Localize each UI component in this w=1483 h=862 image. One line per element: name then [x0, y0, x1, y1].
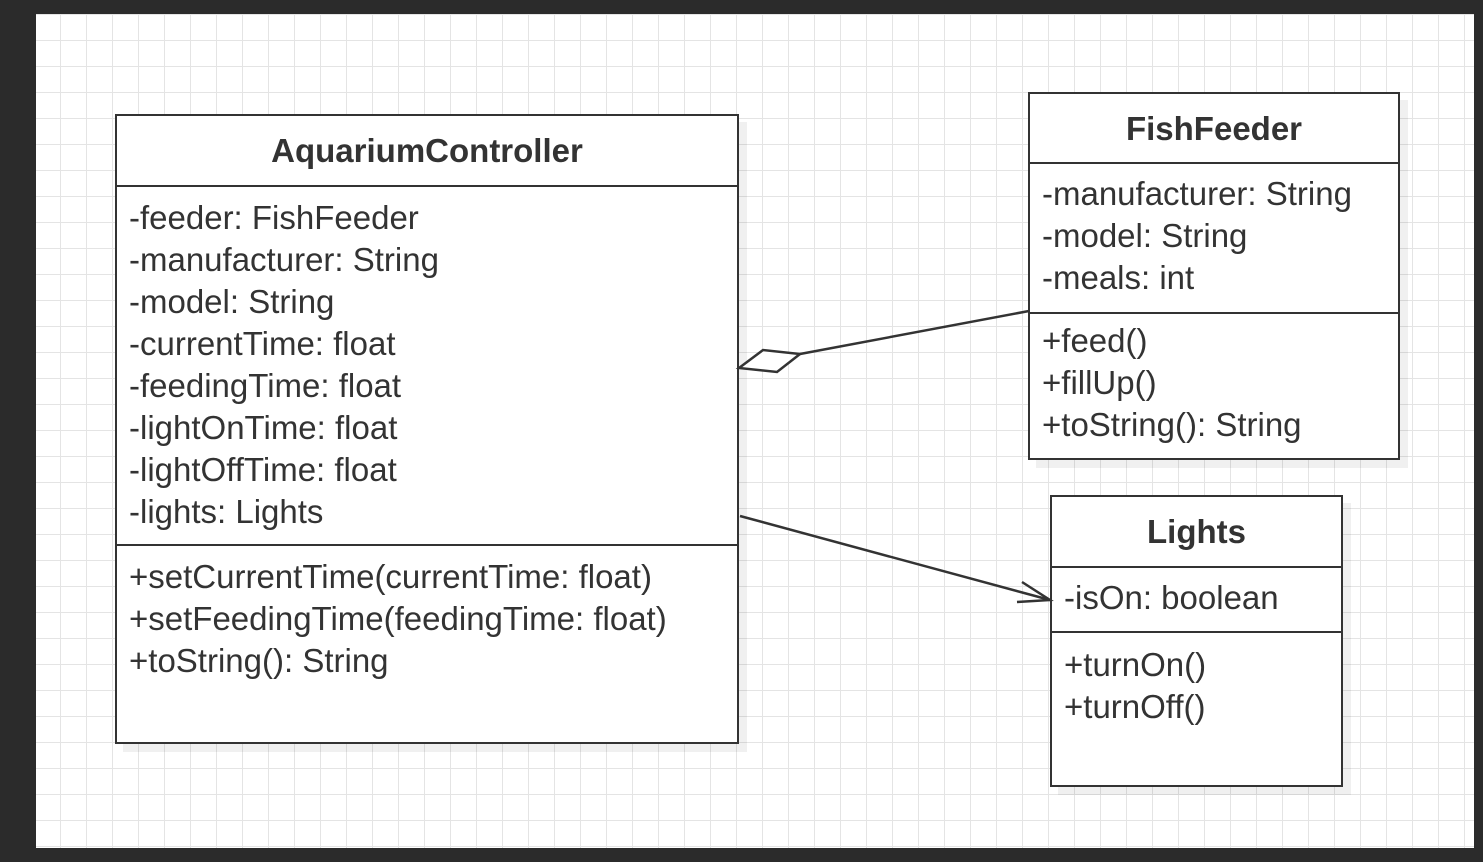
attributes-section: -isOn: boolean: [1052, 568, 1341, 633]
operation: +feed(): [1042, 322, 1148, 359]
association-arrowhead: [1016, 580, 1054, 604]
operation: +toString(): String: [1042, 406, 1302, 443]
attribute: -lightOnTime: float: [129, 409, 398, 446]
association-connector[interactable]: [739, 514, 1054, 604]
class-fish-feeder[interactable]: FishFeeder -manufacturer: String -model:…: [1028, 92, 1400, 460]
attribute: -manufacturer: String: [1042, 175, 1352, 212]
attribute: -meals: int: [1042, 259, 1195, 296]
attribute: -feedingTime: float: [129, 367, 402, 404]
operation: +turnOn(): [1064, 646, 1207, 683]
operations-section: +feed() +fillUp() +toString(): String: [1030, 314, 1398, 446]
attribute: -model: String: [129, 283, 335, 320]
attribute: -model: String: [1042, 217, 1248, 254]
attributes-section: -feeder: FishFeeder -manufacturer: Strin…: [117, 187, 737, 546]
diagram-canvas: AquariumController -feeder: FishFeeder -…: [36, 14, 1474, 848]
class-lights[interactable]: Lights -isOn: boolean +turnOn() +turnOff…: [1050, 495, 1343, 787]
attribute: -feeder: FishFeeder: [129, 199, 419, 236]
attribute: -manufacturer: String: [129, 241, 439, 278]
operation: +setFeedingTime(feedingTime: float): [129, 600, 667, 637]
aggregation-connector[interactable]: [735, 309, 1030, 374]
class-name: AquariumController: [117, 116, 737, 187]
attribute: -isOn: boolean: [1064, 579, 1279, 616]
association-line: [739, 514, 1051, 602]
class-name: FishFeeder: [1030, 94, 1398, 164]
operation: +fillUp(): [1042, 364, 1157, 401]
attribute: -lights: Lights: [129, 493, 324, 530]
operation: +toString(): String: [129, 642, 389, 679]
operation: +turnOff(): [1064, 688, 1206, 725]
operations-section: +setCurrentTime(currentTime: float) +set…: [117, 546, 737, 682]
operations-section: +turnOn() +turnOff(): [1052, 633, 1341, 728]
attribute: -lightOffTime: float: [129, 451, 397, 488]
attributes-section: -manufacturer: String -model: String -me…: [1030, 164, 1398, 314]
operation: +setCurrentTime(currentTime: float): [129, 558, 652, 595]
class-aquarium-controller[interactable]: AquariumController -feeder: FishFeeder -…: [115, 114, 739, 744]
aggregation-line: [799, 309, 1030, 356]
aggregation-diamond: [735, 348, 804, 374]
class-name: Lights: [1052, 497, 1341, 568]
attribute: -currentTime: float: [129, 325, 396, 362]
